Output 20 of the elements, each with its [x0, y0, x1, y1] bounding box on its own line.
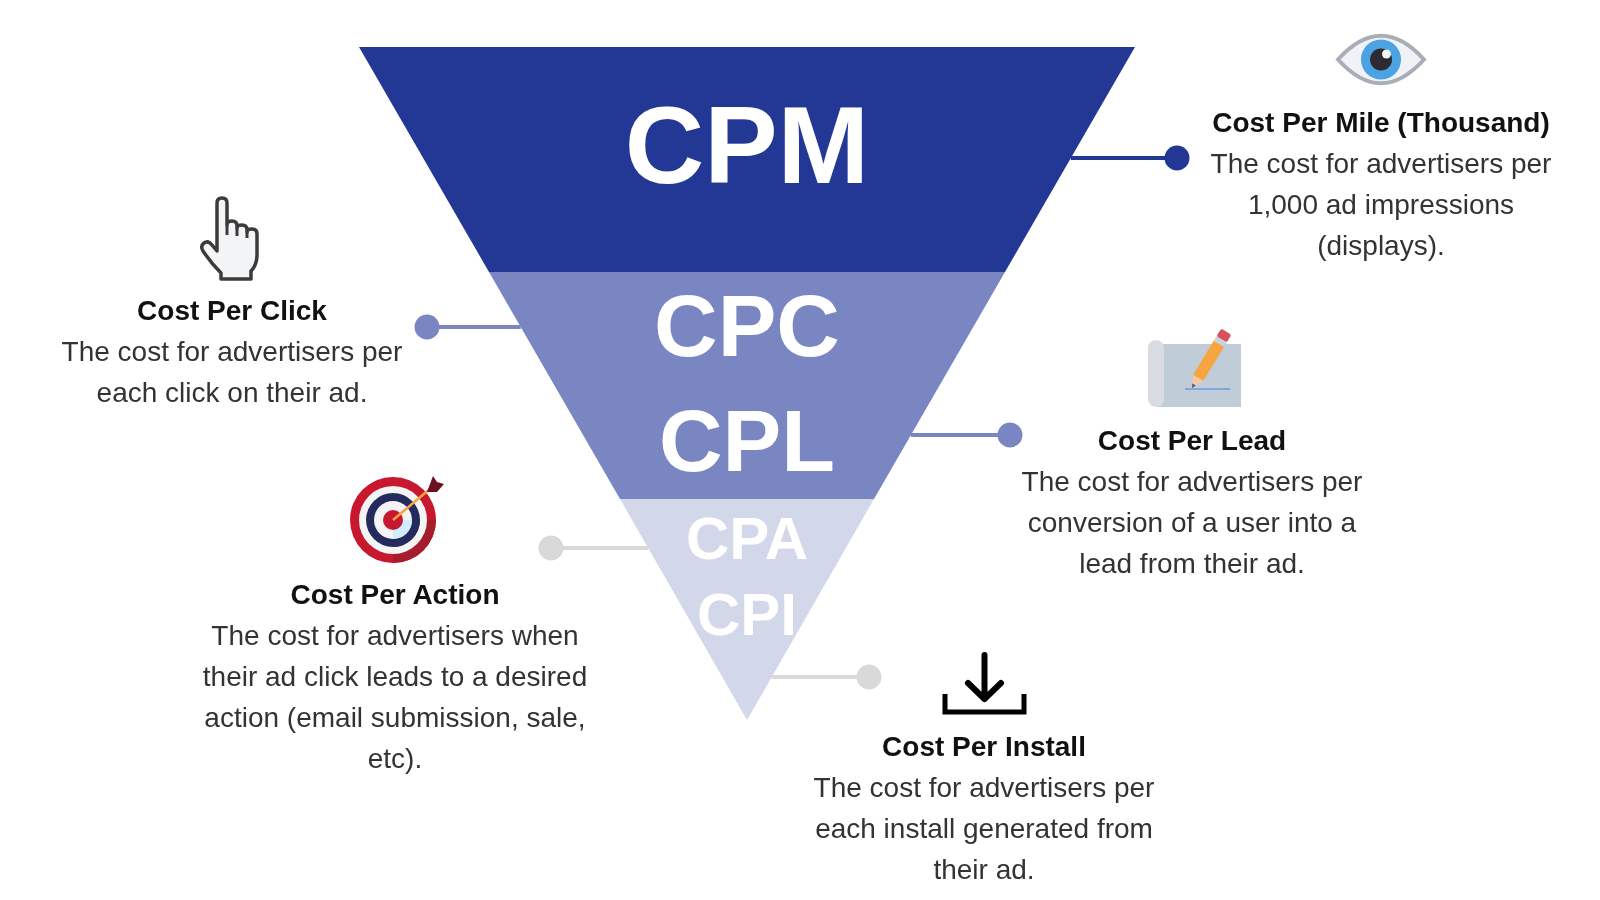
funnel-band — [489, 272, 1005, 499]
leader-line — [1070, 145, 1190, 171]
callout-text: The cost for advertisers per each install generated from their ad. — [812, 771, 1156, 887]
callout-heading: Cost Per Click — [137, 294, 327, 328]
leader-line — [910, 422, 1023, 448]
callout-heading: Cost Per Mile (Thousand) — [1212, 106, 1550, 140]
leader-line — [538, 535, 649, 561]
callout-text: The cost for advertisers when their ad click leads to a desired action (email submission, sale, etc). — [201, 619, 589, 776]
funnel-label: CPM — [624, 90, 870, 200]
callout-heading: Cost Per Install — [882, 730, 1086, 764]
funnel-label: CPC — [654, 282, 840, 370]
funnel-label: CPL — [659, 397, 835, 485]
callout-text: The cost for advertisers per 1,000 ad impressions (displays). — [1209, 147, 1553, 263]
callout-text: The cost for advertisers per conversion of a user into a lead from their ad. — [1020, 465, 1364, 581]
callout-heading: Cost Per Action — [290, 578, 500, 612]
callout-heading: Cost Per Lead — [1097, 424, 1287, 458]
leader-line — [771, 664, 882, 690]
leader-line — [414, 314, 521, 340]
callout-text: The cost for advertisers per each click on their ad. — [60, 335, 404, 410]
funnel-band — [359, 47, 1135, 272]
